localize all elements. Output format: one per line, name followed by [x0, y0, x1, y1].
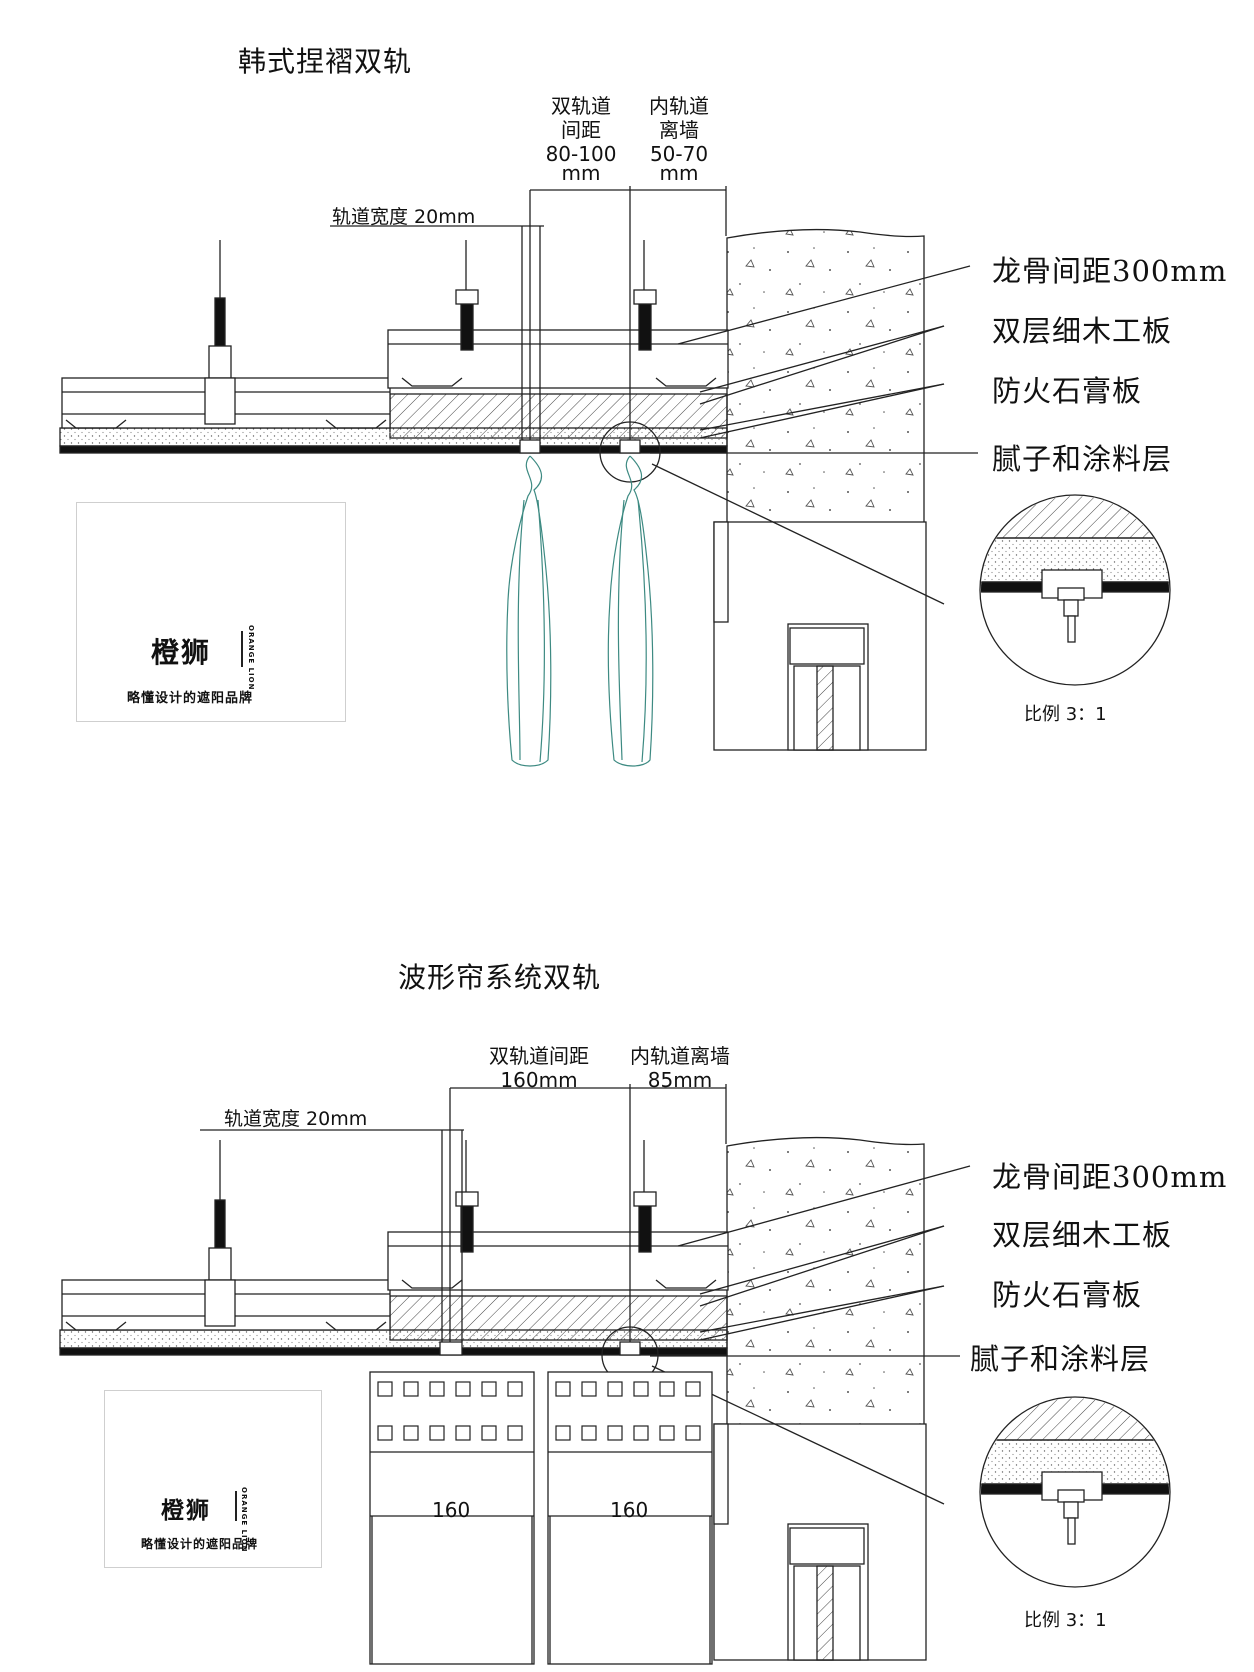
brand-logo-card-1: 橙狮 ORANGE LION 略懂设计的遮阳品牌: [76, 502, 346, 722]
dim-wall-line: 离墙: [659, 118, 699, 142]
diagram-2-track-width: 轨道宽度 20mm: [224, 1108, 368, 1130]
diagram-2-callout-plywood: 双层细木工板: [992, 1218, 1173, 1252]
brand-name: 橙狮: [151, 636, 212, 669]
dim-wall-line: 内轨道: [649, 94, 709, 118]
brand-english: ORANGE LION: [240, 1487, 248, 1553]
diagram-1-title: 韩式捏褶双轨: [238, 45, 413, 78]
dim-wall-line: 内轨道离墙: [630, 1044, 730, 1068]
panel-width-label: 160: [610, 1498, 649, 1522]
diagram-2-callout-putty: 腻子和涂料层: [970, 1342, 1151, 1376]
diagram-2-title: 波形帘系统双轨: [398, 961, 602, 994]
brand-slogan: 略懂设计的遮阳品牌: [127, 691, 254, 706]
dim-spacing-line: 80-100: [545, 142, 617, 166]
dim-wall-line: mm: [659, 161, 699, 185]
diagram-1-dim-wall: 内轨道 离墙 50-70 mm: [634, 94, 724, 185]
dim-wall-line: 50-70: [649, 142, 709, 166]
diagram-2-dim-wall: 内轨道离墙 85mm: [620, 1044, 740, 1092]
dim-spacing-line: 间距: [561, 118, 601, 142]
brand-divider: [241, 631, 243, 667]
diagram-1-track-width: 轨道宽度 20mm: [332, 206, 476, 228]
putty-layer: [59, 1347, 728, 1356]
dim-spacing-line: 双轨道间距: [489, 1044, 589, 1068]
diagram-1-callout-plywood: 双层细木工板: [992, 314, 1173, 348]
diagram-1-callout-keel: 龙骨间距300mm: [992, 254, 1228, 288]
diagram-1-callout-putty: 腻子和涂料层: [992, 442, 1173, 476]
dim-wall-line: 85mm: [647, 1068, 713, 1092]
putty-layer: [59, 445, 728, 454]
panel-width-label: 160: [432, 1498, 471, 1522]
dim-spacing-line: mm: [561, 161, 601, 185]
diagram-1-dim-spacing: 双轨道 间距 80-100 mm: [536, 94, 626, 185]
curtain-pleats: [506, 455, 654, 767]
dim-spacing-line: 双轨道: [551, 94, 611, 118]
dim-spacing-line: 160mm: [500, 1068, 578, 1092]
diagram-1-scale: 比例 3：1: [1024, 704, 1107, 725]
brand-english: ORANGE LION: [247, 625, 255, 691]
diagram-2-callout-gypsum: 防火石膏板: [992, 1278, 1143, 1312]
wave-curtain-panels: [369, 1371, 713, 1665]
brand-logo-card-2: 橙狮 ORANGE LION 略懂设计的遮阳品牌: [104, 1390, 322, 1568]
diagram-1-drawing: [59, 186, 1171, 767]
diagram-2-callout-keel: 龙骨间距300mm: [992, 1160, 1228, 1194]
brand-name: 橙狮: [161, 1498, 211, 1524]
brand-divider: [235, 1491, 237, 1521]
diagram-2-scale: 比例 3：1: [1024, 1610, 1107, 1631]
brand-slogan: 略懂设计的遮阳品牌: [141, 1537, 259, 1551]
diagram-2-dim-spacing: 双轨道间距 160mm: [474, 1044, 604, 1092]
detail-marker: [599, 421, 661, 483]
diagram-1-callout-gypsum: 防火石膏板: [992, 374, 1143, 408]
